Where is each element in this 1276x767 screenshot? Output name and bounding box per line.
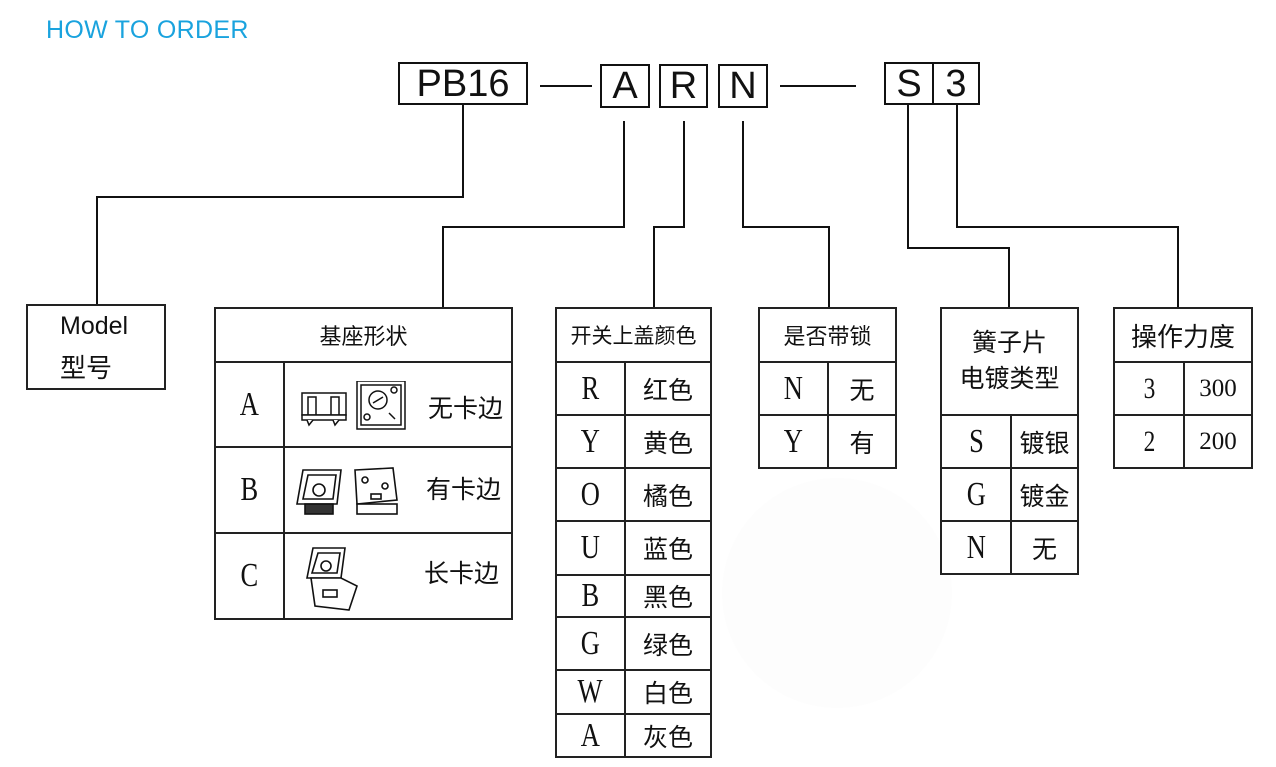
table-row: A 灰色 <box>555 713 712 758</box>
table-row: W 白色 <box>555 669 712 715</box>
connector-model <box>96 105 464 305</box>
base-code: B <box>240 471 259 508</box>
force-desc: 300 <box>1183 361 1253 416</box>
table-row: A 无卡边 <box>214 361 513 448</box>
plating-desc: 镀金 <box>1010 467 1079 522</box>
code-segment-model: PB16 <box>398 62 528 105</box>
table-row: C 长卡边 <box>214 532 513 620</box>
code-segment-plating: S <box>884 62 934 105</box>
code-segment-text: N <box>729 65 757 107</box>
lock-desc: 无 <box>827 361 897 416</box>
plating-code: G <box>966 475 986 513</box>
base-code: C <box>240 557 259 594</box>
table-row: Y 黄色 <box>555 414 712 469</box>
base-desc: 长卡边 <box>423 561 499 588</box>
plating-desc: 镀银 <box>1010 414 1079 469</box>
color-code: G <box>580 624 601 662</box>
table-row: 2 200 <box>1113 414 1253 469</box>
color-desc: 白色 <box>624 669 712 715</box>
table-row: B 黑色 <box>555 574 712 618</box>
base-desc: 无卡边 <box>427 396 503 423</box>
color-desc: 灰色 <box>624 713 712 758</box>
connector-base <box>442 121 625 308</box>
code-segment-text: 3 <box>945 62 967 105</box>
color-code: A <box>580 716 601 754</box>
table-row: U 蓝色 <box>555 520 712 576</box>
color-code: U <box>580 529 601 566</box>
table-row: G 绿色 <box>555 616 712 671</box>
connector-force <box>956 105 1179 308</box>
cap-color-table: 开关上盖颜色 R 红色 Y 黄色 O 橘色 U 蓝色 B 黑色 G 绿色 W 白色 A 灰色 <box>555 307 712 758</box>
code-segment-text: R <box>669 65 698 107</box>
connector-plating <box>907 105 1010 308</box>
code-segment-text: S <box>896 62 922 105</box>
base-shape-table: 基座形状 A 无卡边 <box>214 307 513 620</box>
isometric-long-flange-icon <box>306 547 358 611</box>
plating-header-line2: 电镀类型 <box>959 365 1060 393</box>
plating-code: S <box>968 422 984 460</box>
isometric-flanged-front-icon <box>296 469 342 515</box>
code-segment-text: PB16 <box>416 62 510 105</box>
color-code: B <box>581 577 600 614</box>
force-desc: 200 <box>1183 414 1253 469</box>
connector-lock <box>742 121 830 308</box>
base-code: A <box>239 385 260 423</box>
force-header: 操作力度 <box>1113 307 1253 363</box>
lock-code: N <box>783 369 804 407</box>
table-row: R 红色 <box>555 361 712 416</box>
plating-code: N <box>966 528 986 566</box>
color-desc: 红色 <box>624 361 712 416</box>
force-table: 操作力度 3 300 2 200 <box>1113 307 1253 469</box>
connector-color <box>653 121 685 308</box>
force-code: 2 <box>1143 424 1155 458</box>
color-code: O <box>580 475 601 513</box>
base-shape-header: 基座形状 <box>214 307 513 363</box>
color-code: R <box>581 369 600 407</box>
table-row: O 橘色 <box>555 467 712 522</box>
table-row: B 有卡边 <box>214 446 513 534</box>
table-row: G 镀金 <box>940 467 1079 522</box>
color-desc: 黑色 <box>624 574 712 618</box>
model-box: Model 型号 <box>26 304 166 390</box>
plating-header: 簧子片 电镀类型 <box>940 307 1079 416</box>
side-view-pins-icon <box>301 392 347 427</box>
color-desc: 橘色 <box>624 467 712 522</box>
lock-desc: 有 <box>827 414 897 469</box>
lock-code: Y <box>783 422 804 460</box>
code-segment-base: A <box>600 64 650 108</box>
plating-desc: 无 <box>1010 520 1079 575</box>
table-row: S 镀银 <box>940 414 1079 469</box>
color-desc: 绿色 <box>624 616 712 671</box>
top-view-square-icon <box>356 381 406 430</box>
table-row: 3 300 <box>1113 361 1253 416</box>
plating-header-line1: 簧子片 <box>971 329 1047 357</box>
model-label-cn: 型号 <box>60 354 113 383</box>
code-segment-color: R <box>659 64 708 108</box>
base-desc: 有卡边 <box>425 477 501 504</box>
code-segment-force: 3 <box>932 62 980 105</box>
color-desc: 黄色 <box>624 414 712 469</box>
color-code: W <box>577 673 604 710</box>
model-label-en: Model <box>60 312 129 340</box>
force-code: 3 <box>1143 371 1155 405</box>
color-code: Y <box>580 422 601 460</box>
color-desc: 蓝色 <box>624 520 712 576</box>
isometric-flanged-back-icon <box>354 467 398 515</box>
code-segment-text: A <box>612 65 638 107</box>
lock-header: 是否带锁 <box>758 307 897 363</box>
code-segment-lock: N <box>718 64 768 108</box>
cap-color-header: 开关上盖颜色 <box>555 307 712 363</box>
faint-watermark <box>722 478 952 708</box>
page-title: HOW TO ORDER <box>46 16 249 44</box>
